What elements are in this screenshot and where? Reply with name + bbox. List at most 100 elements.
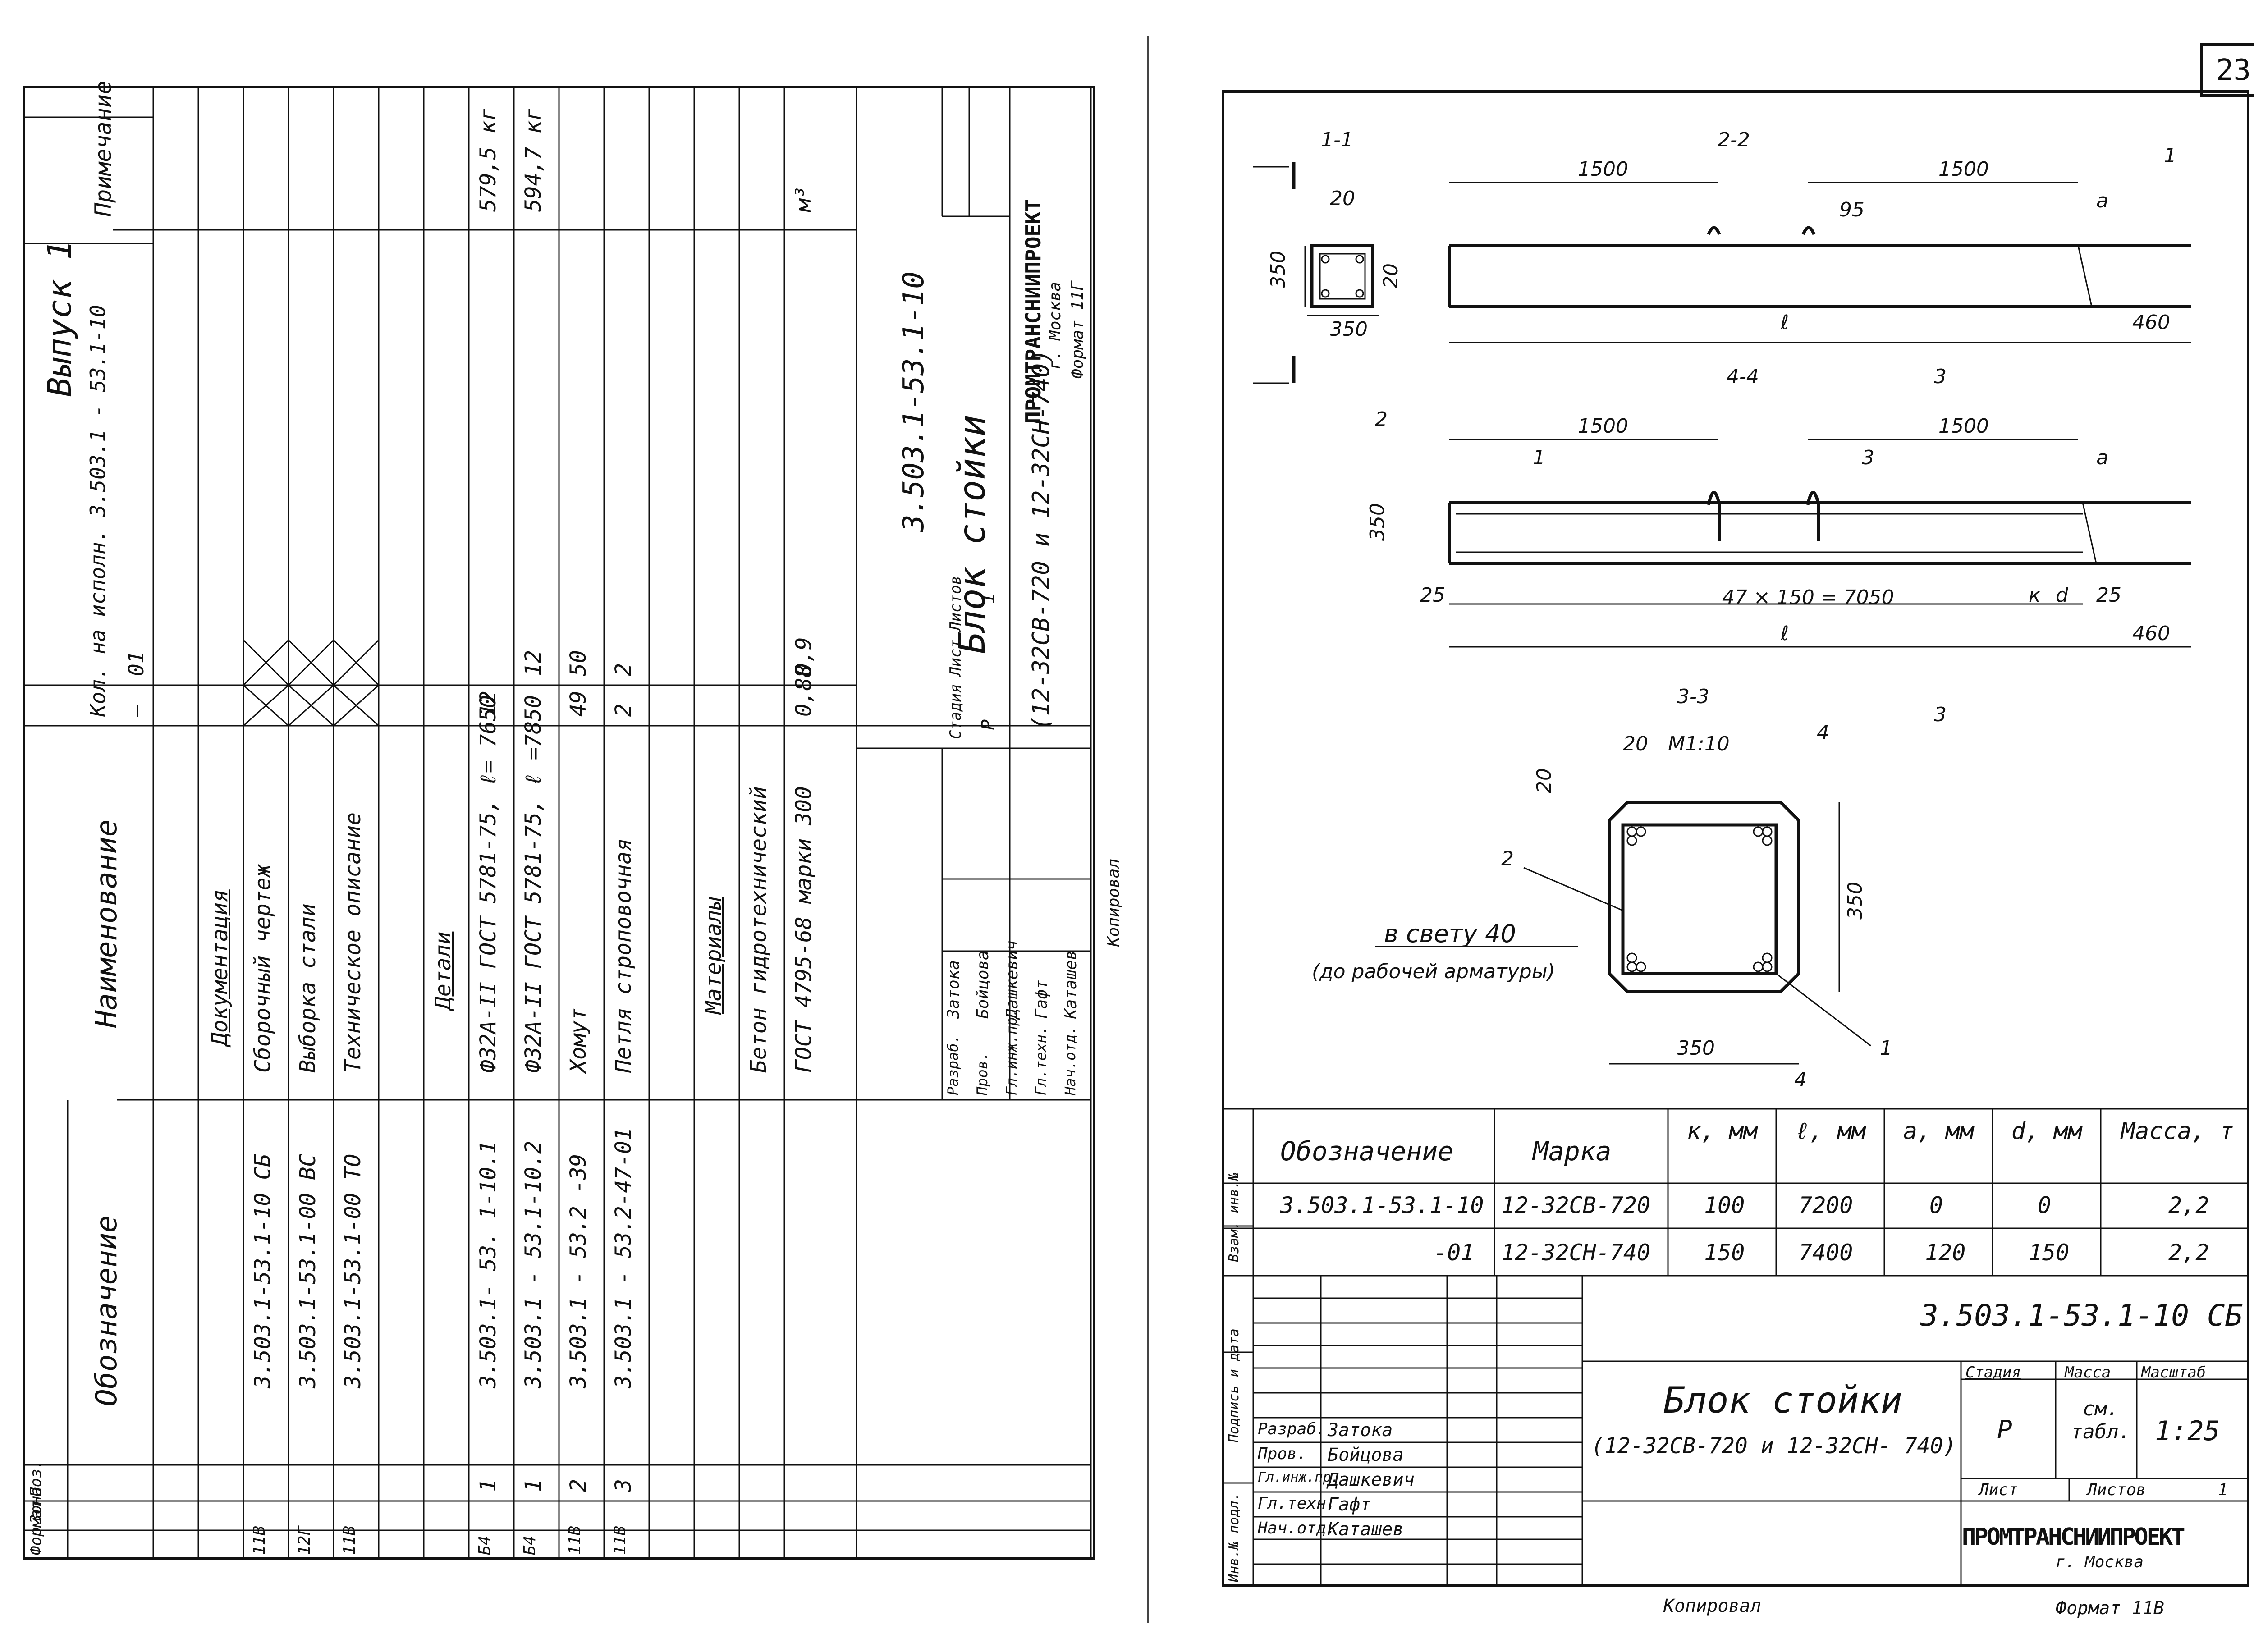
- th-mass: Масса, т: [2121, 1118, 2234, 1145]
- th-designation: Обозначение: [1280, 1136, 1454, 1167]
- right-mass: см. табл.: [2071, 1397, 2131, 1443]
- tr0-mass: 2,2: [2168, 1192, 2209, 1218]
- d1500d: 1500: [1938, 415, 1989, 438]
- n1: 1: [2164, 144, 2176, 167]
- right-signer-role: Гл.техн.: [1258, 1494, 1336, 1513]
- right-signer-role: Нач.отд.: [1258, 1519, 1336, 1538]
- tr1-des: -01: [1434, 1240, 1475, 1266]
- d350b: 350: [1267, 251, 1290, 288]
- right-side-label-replace: Взам. инв.№: [1226, 1172, 1242, 1262]
- right-city: г. Москва: [2056, 1553, 2144, 1571]
- right-sheet-frame: [1222, 90, 2249, 1587]
- right-signer-name: Затока: [1328, 1420, 1393, 1441]
- right-title: Блок стойки: [1663, 1379, 1902, 1421]
- clear-note: (до рабочей арматуры): [1312, 960, 1555, 983]
- n2b: 2: [1501, 847, 1514, 870]
- page-number: 23: [2216, 54, 2251, 87]
- sec11-label: 1-1: [1321, 128, 1353, 151]
- sec22-label: 2-2: [1718, 128, 1750, 151]
- n1b: 1: [1880, 1037, 1892, 1060]
- dd: d: [2056, 584, 2069, 607]
- section-3-3: 3-3 М1:10 20 20 350 350 4 4 2 1 в свету …: [1312, 685, 1892, 1091]
- tr1-l: 7400: [1799, 1240, 1853, 1266]
- right-subtitle: (12-32СВ-720 и 12-32СН- 740): [1591, 1433, 1956, 1459]
- right-signer-name: Гафт: [1328, 1494, 1371, 1515]
- tr0-a: 0: [1929, 1192, 1943, 1218]
- right-org: ПРОМТРАНСНИИПРОЕКТ: [1962, 1524, 2185, 1551]
- d350e: 350: [1844, 882, 1867, 920]
- section-1-1: 1-1 20 350 20 350: [1253, 128, 1402, 384]
- d1500b: 1500: [1938, 158, 1989, 181]
- tr0-l: 7200: [1799, 1192, 1853, 1218]
- right-stage-label: Стадия: [1965, 1364, 2021, 1382]
- dk: к: [2029, 584, 2041, 607]
- tr0-des: 3.503.1-53.1-10: [1280, 1192, 1484, 1218]
- tr0-d: 0: [2038, 1192, 2052, 1218]
- th-a: a, мм: [1903, 1118, 1974, 1145]
- n1a: 1: [1533, 446, 1545, 469]
- n3b: 3: [1934, 365, 1947, 388]
- right-sheets: 1: [2218, 1481, 2228, 1499]
- right-sheets-label: Листов: [2087, 1481, 2146, 1499]
- d95: 95: [1839, 198, 1865, 221]
- n3a: 3: [1862, 446, 1874, 469]
- th-k: к, мм: [1686, 1118, 1758, 1145]
- elevation-2-2: 2-2 1500 1500 95 ℓ 460 a 1: [1448, 128, 2191, 343]
- d20c: 20: [1623, 732, 1648, 755]
- right-side-label-sign: Подпись и дата: [1226, 1328, 1242, 1442]
- th-mark: Марка: [1533, 1136, 1612, 1167]
- dl: ℓ: [1780, 311, 1789, 334]
- d350a: 350: [1330, 318, 1368, 341]
- dl2: ℓ: [1780, 622, 1789, 645]
- d350d: 350: [1677, 1037, 1715, 1060]
- right-mass-label: Масса: [2065, 1364, 2111, 1382]
- sec44-label: 4-4: [1727, 365, 1759, 388]
- d460: 460: [2132, 311, 2170, 334]
- n2a: 2: [1375, 408, 1388, 431]
- right-sheet-label: Лист: [1979, 1481, 2018, 1499]
- n3c: 3: [1934, 703, 1947, 726]
- d460b: 460: [2132, 622, 2170, 645]
- sec33-label: 3-3: [1677, 685, 1709, 708]
- scale33: М1:10: [1668, 732, 1730, 755]
- page-number-box: 23: [2200, 43, 2254, 97]
- right-signer-name: Дашкевич: [1328, 1469, 1415, 1490]
- d25b: 25: [2096, 584, 2121, 607]
- tr0-k: 100: [1704, 1192, 1745, 1218]
- tr1-mass: 2,2: [2168, 1240, 2209, 1266]
- n4b: 4: [1794, 1068, 1807, 1091]
- d350c: 350: [1366, 503, 1389, 541]
- right-doc-code: 3.503.1-53.1-10 СБ: [1920, 1298, 2243, 1333]
- right-scale-label: Масштаб: [2141, 1364, 2206, 1382]
- th-d: d, мм: [2011, 1118, 2082, 1145]
- tr0-mark: 12-32СВ-720: [1501, 1192, 1651, 1218]
- right-signer-role: Пров.: [1258, 1445, 1307, 1463]
- n4a: 4: [1817, 721, 1829, 744]
- d20a: 20: [1330, 187, 1355, 210]
- clear-label: в свету 40: [1384, 920, 1516, 948]
- d1500c: 1500: [1578, 415, 1628, 438]
- section-4-4: 4-4 1500 1500 350 25 25 47 × 150 = 7050 …: [1366, 365, 2191, 726]
- fold-line: [1147, 36, 1149, 1623]
- tr1-a: 120: [1925, 1240, 1966, 1266]
- right-copied: Копировал: [1663, 1596, 1761, 1616]
- right-side-label-inv: Инв.№ подл.: [1226, 1492, 1242, 1582]
- right-signer-role: Разраб.: [1258, 1420, 1326, 1438]
- right-scale: 1:25: [2155, 1415, 2220, 1447]
- d20b: 20: [1379, 263, 1402, 288]
- d1500a: 1500: [1578, 158, 1628, 181]
- d25a: 25: [1420, 584, 1445, 607]
- right-stage: Р: [1997, 1415, 2012, 1445]
- th-l: ℓ, мм: [1795, 1118, 1866, 1145]
- right-format: Формат 11В: [2056, 1598, 2164, 1619]
- right-signer-name: Бойцова: [1328, 1445, 1404, 1465]
- d20d: 20: [1533, 768, 1556, 793]
- d7050: 47 × 150 = 7050: [1722, 586, 1894, 609]
- tr1-k: 150: [1704, 1240, 1745, 1266]
- right-signer-role: Гл.инж.пр.: [1258, 1469, 1339, 1485]
- tr1-mark: 12-32СН-740: [1501, 1240, 1651, 1266]
- da2: a: [2096, 446, 2108, 469]
- da: a: [2096, 189, 2108, 212]
